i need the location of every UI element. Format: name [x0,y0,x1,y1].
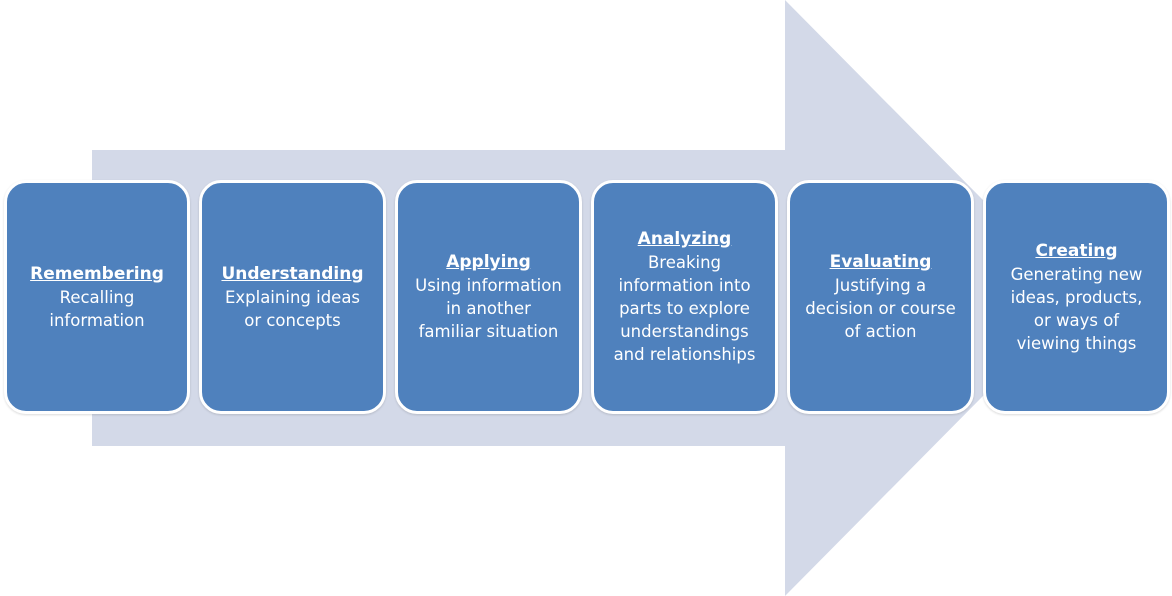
step-title: Remembering [30,263,164,284]
step-applying: Applying Using information in another fa… [395,180,582,414]
step-description: Generating new ideas, products, or ways … [1010,264,1143,353]
step-description: Explaining ideas or concepts [224,287,361,330]
step-evaluating: Evaluating Justifying a decision or cour… [787,180,974,414]
step-title: Evaluating [829,252,932,272]
step-description: Breaking information into parts to explo… [613,253,756,364]
step-description: Using information in another familiar si… [415,276,562,341]
step-analyzing: Analyzing Breaking information into part… [591,180,778,414]
step-description: Justifying a decision or course of actio… [805,276,956,341]
step-title: Applying [446,252,531,272]
step-title: Analyzing [637,229,732,249]
arrow-shape [92,0,1080,596]
step-title: Creating [1035,240,1118,261]
step-title: Understanding [221,263,364,284]
step-understanding: Understanding Explaining ideas or concep… [199,180,386,414]
step-creating: Creating Generating new ideas, products,… [983,180,1170,414]
step-remembering: Remembering Recalling information [4,180,190,414]
step-description: Recalling information [49,287,145,330]
